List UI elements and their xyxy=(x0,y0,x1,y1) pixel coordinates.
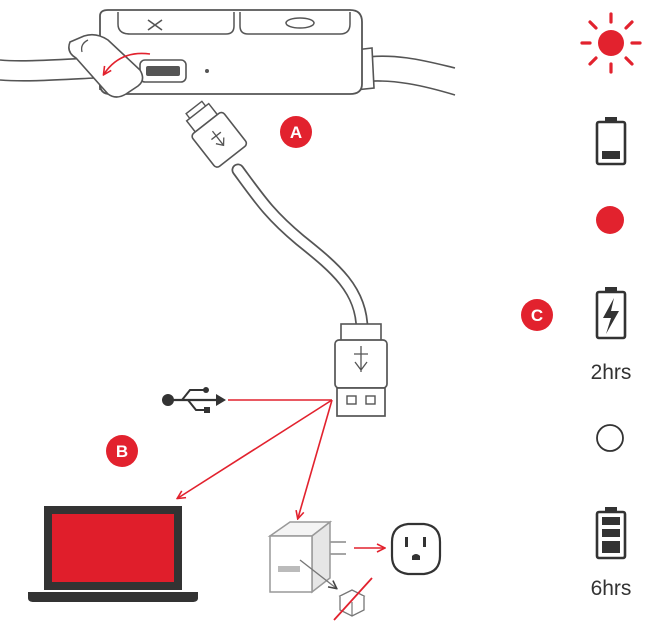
wall-adapter-icon xyxy=(267,520,346,594)
to-adapter-arrow xyxy=(298,399,333,518)
finger-icon xyxy=(68,33,144,98)
open-flap-arrow xyxy=(104,52,151,74)
usb-symbol-icon xyxy=(354,346,368,372)
sun-icon xyxy=(580,12,642,74)
badge-a: A xyxy=(280,116,312,148)
white-dot-icon xyxy=(596,424,624,452)
laptop-icon xyxy=(28,506,198,602)
headphone-module xyxy=(0,9,456,98)
crossed-box-icon xyxy=(299,559,373,621)
battery-full-icon xyxy=(595,507,627,560)
badge-a-label: A xyxy=(290,123,302,142)
battery-low-icon xyxy=(595,117,627,166)
usb-cable xyxy=(185,100,388,417)
cross-mark-icon xyxy=(147,19,163,31)
full-duration-label: 6hrs xyxy=(591,577,632,600)
usb-trident-icon xyxy=(162,387,226,413)
badge-b-label: B xyxy=(116,442,128,461)
badge-c-label: C xyxy=(531,306,543,325)
charging-duration-label: 2hrs xyxy=(591,361,632,384)
to-laptop-arrow xyxy=(178,399,333,498)
battery-charging-icon xyxy=(595,287,627,340)
red-dot-icon xyxy=(596,206,624,234)
badge-c: C xyxy=(521,299,553,331)
wall-outlet-icon xyxy=(390,522,442,576)
badge-b: B xyxy=(106,435,138,467)
